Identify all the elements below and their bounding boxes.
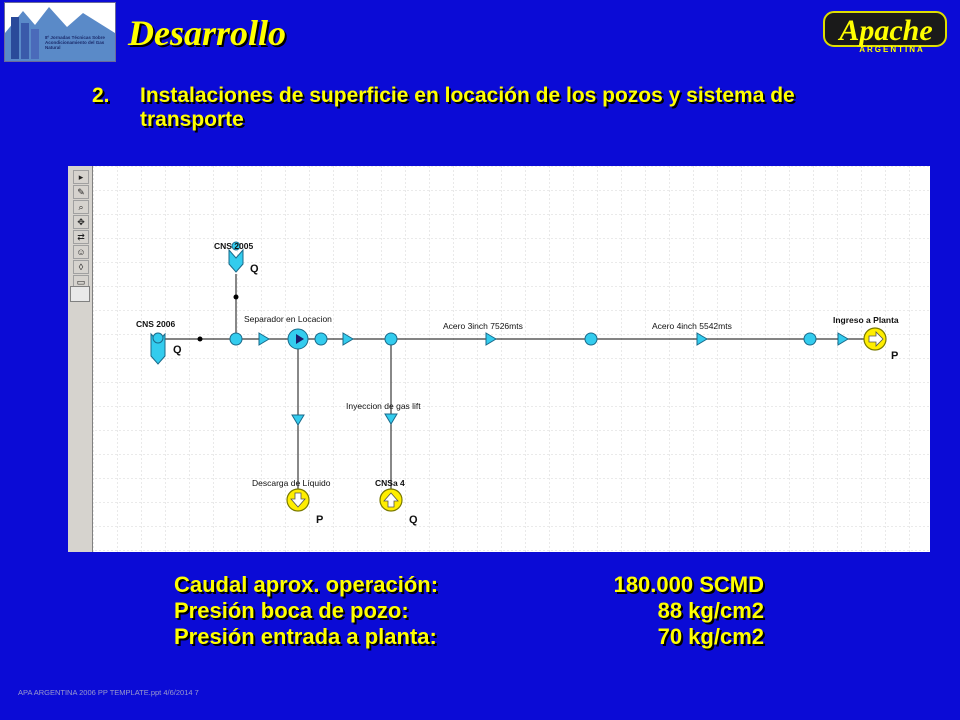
apache-logo-sub: ARGENTINA (859, 45, 925, 54)
move-icon[interactable]: ✥ (73, 215, 89, 229)
label-plant: Ingreso a Planta (833, 315, 899, 325)
pointer-icon[interactable]: ▸ (73, 170, 89, 184)
operating-metrics: Caudal aprox. operación: 180.000 SCMD Pr… (174, 572, 794, 650)
toolbar-scrollbar[interactable] (70, 286, 90, 302)
metric-row: Presión entrada a planta: 70 kg/cm2 (174, 624, 794, 650)
check-valve-icon (291, 414, 305, 426)
metric-label: Caudal aprox. operación: (174, 572, 439, 597)
diagram-toolbar: ▸ ✎ ⌕ ✥ ⇄ ☺ ◊ ▭ (68, 166, 93, 552)
zoom-icon[interactable]: ⌕ (73, 200, 89, 214)
section-text: Instalaciones de superficie en locación … (140, 84, 795, 131)
node (229, 332, 243, 346)
grid-background (93, 166, 930, 552)
metric-label: Presión entrada a planta: (174, 624, 437, 649)
marker-p: P (316, 514, 323, 526)
node (803, 332, 817, 346)
metric-value: 88 kg/cm2 (657, 598, 764, 623)
label-pipe1: Acero 3inch 7526mts (443, 321, 523, 331)
check-valve-icon (485, 332, 497, 346)
metric-row: Presión boca de pozo: 88 kg/cm2 (174, 598, 794, 624)
label-gaslift: Inyeccion de gas lift (346, 401, 421, 411)
node (584, 332, 598, 346)
check-valve-icon (258, 332, 270, 346)
marker-p: P (891, 350, 898, 362)
label-separator: Separador en Locacion (244, 314, 332, 324)
apache-logo: Apache ARGENTINA (823, 11, 947, 54)
cns2006-well-icon (152, 332, 164, 344)
diagram-canvas: CNS 2005 CNS 2006 Separador en Locacion … (93, 166, 930, 552)
node (314, 332, 328, 346)
network-diagram: ▸ ✎ ⌕ ✥ ⇄ ☺ ◊ ▭ (68, 166, 930, 552)
check-valve-icon (384, 413, 398, 425)
check-valve-icon (342, 332, 354, 346)
marker-q: Q (250, 263, 259, 275)
link-icon[interactable]: ⇄ (73, 230, 89, 244)
metric-value: 70 kg/cm2 (657, 624, 764, 649)
label-cns2006: CNS 2006 (136, 319, 175, 329)
draw-icon[interactable]: ✎ (73, 185, 89, 199)
jornadas-emblem-icon (5, 7, 115, 61)
junction-dot (233, 294, 239, 300)
marker-q: Q (173, 344, 182, 356)
bell-icon[interactable]: ◊ (73, 260, 89, 274)
person-icon[interactable]: ☺ (73, 245, 89, 259)
jornadas-logo: 8º Jornadas Técnicas Sobre Acondicionami… (4, 2, 116, 62)
metric-row: Caudal aprox. operación: 180.000 SCMD (174, 572, 794, 598)
label-pipe2: Acero 4inch 5542mts (652, 321, 732, 331)
metric-value: 180.000 SCMD (613, 572, 764, 597)
label-cns2005: CNS 2005 (214, 241, 253, 251)
check-valve-icon (837, 332, 849, 346)
cns2005-well-icon (231, 241, 241, 251)
page-title: Desarrollo (128, 13, 287, 53)
cns2005-well-icon (228, 248, 244, 273)
metric-label: Presión boca de pozo: (174, 598, 409, 623)
label-cnsa4: CNSa 4 (375, 478, 405, 488)
check-valve-icon (696, 332, 708, 346)
slide-footer: APA ARGENTINA 2006 PP TEMPLATE.ppt 4/6/2… (18, 688, 199, 697)
label-liquid: Descarga de Líquido (252, 478, 331, 488)
jornadas-logo-text: 8º Jornadas Técnicas Sobre Acondicionami… (45, 35, 105, 50)
marker-q: Q (409, 514, 418, 526)
node (384, 332, 398, 346)
section-number: 2. (92, 84, 110, 107)
junction-dot (197, 336, 203, 342)
separator-arrow-icon (296, 334, 304, 344)
apache-logo-name: Apache (837, 14, 932, 47)
